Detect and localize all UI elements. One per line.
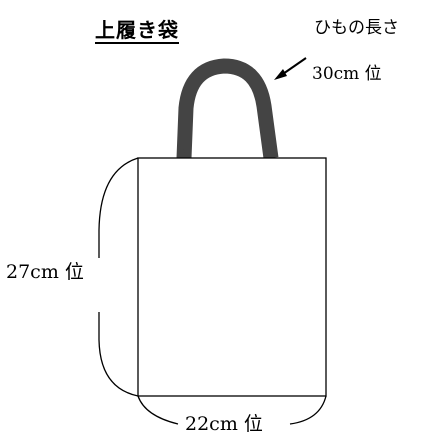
width-bracket-left: [137, 395, 179, 425]
handle-length-label: 30cm 位: [312, 64, 382, 84]
cord-length-label: ひもの長さ: [314, 18, 399, 38]
height-bracket: [98, 157, 139, 258]
height-bracket-lower: [98, 312, 139, 397]
width-bracket-right: [289, 395, 327, 425]
height-label: 27cm 位: [6, 261, 84, 283]
page-title: 上履き袋: [95, 18, 179, 44]
handle-arrow-head: [274, 69, 287, 80]
width-label: 22cm 位: [183, 413, 265, 435]
handle-shape: [176, 58, 279, 160]
bag-body: [137, 157, 327, 397]
